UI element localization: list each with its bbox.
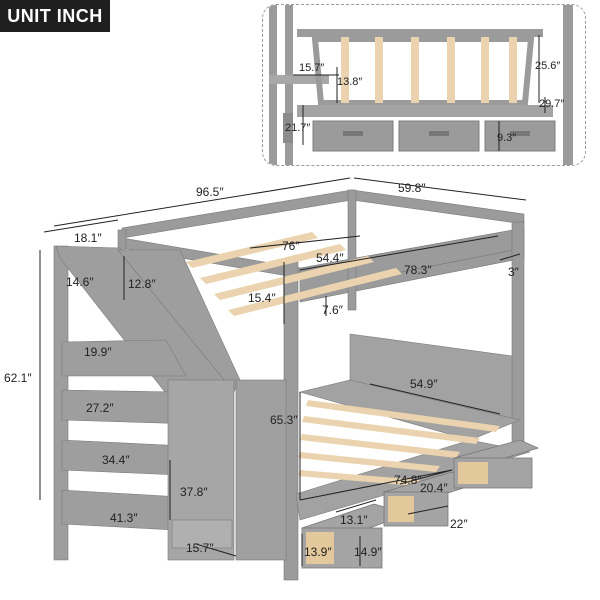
dim-15-7: 15.7″ bbox=[299, 62, 324, 74]
dim-18-1: 18.1″ bbox=[74, 231, 102, 245]
dim-65-3: 65.3″ bbox=[270, 413, 298, 427]
unit-badge: UNIT INCH bbox=[0, 0, 110, 32]
dim-7-6: 7.6″ bbox=[322, 303, 344, 317]
inset-step bbox=[269, 75, 329, 84]
inset-ladder-rail-2 bbox=[285, 5, 293, 165]
dim-62-1: 62.1″ bbox=[4, 371, 32, 385]
inset-post bbox=[563, 5, 573, 165]
dim-14-6: 14.6″ bbox=[66, 275, 94, 289]
drawer-front bbox=[383, 491, 449, 527]
drawer-front bbox=[453, 457, 533, 489]
lower-side-rail bbox=[295, 439, 531, 521]
dim-25-6: 25.6″ bbox=[535, 60, 560, 72]
dim-21-7: 21.7″ bbox=[285, 122, 310, 134]
dim-59-8: 59.8″ bbox=[398, 181, 426, 195]
dim-15-4: 15.4″ bbox=[248, 291, 276, 305]
right-post bbox=[511, 221, 525, 453]
stair-side-panel bbox=[55, 245, 233, 397]
inset-slat bbox=[341, 37, 349, 103]
dim-15-7: 15.7″ bbox=[186, 541, 214, 555]
dim-3: 3″ bbox=[508, 265, 520, 279]
stair-rail-left bbox=[53, 245, 69, 561]
stair-step bbox=[61, 339, 187, 377]
top-front-rail bbox=[299, 227, 525, 293]
inset-drawing: 15.7″ 13.8″ 25.6″ 29.7″ 21.7″ 9.3″ bbox=[269, 5, 573, 165]
dim-line bbox=[53, 177, 351, 227]
inset-slat bbox=[481, 37, 489, 103]
dim-13-1: 13.1″ bbox=[340, 513, 368, 527]
inset-upper-frame bbox=[311, 36, 535, 106]
inset-slat bbox=[447, 37, 455, 103]
dim-22: 22″ bbox=[450, 517, 468, 531]
dim-54-4: 54.4″ bbox=[316, 251, 344, 265]
lower-headboard bbox=[349, 333, 513, 421]
stair-cabinet bbox=[167, 379, 235, 561]
dim-96-5: 96.5″ bbox=[196, 185, 224, 199]
stair-step bbox=[61, 489, 215, 533]
dim-29-7: 29.7″ bbox=[539, 98, 564, 110]
dim-27-2: 27.2″ bbox=[86, 401, 114, 415]
dim-13-8: 13.8″ bbox=[337, 76, 362, 88]
dim-14-9: 14.9″ bbox=[354, 545, 382, 559]
front-post bbox=[283, 261, 299, 581]
dim-74-8: 74.8″ bbox=[394, 473, 422, 487]
inset-slat bbox=[411, 37, 419, 103]
dim-54-9: 54.9″ bbox=[410, 377, 438, 391]
inset-ladder-rail bbox=[269, 5, 277, 165]
stair-step bbox=[61, 389, 197, 425]
dim-20-4: 20.4″ bbox=[420, 481, 448, 495]
inset-slat bbox=[375, 37, 383, 103]
inset-slat bbox=[509, 37, 517, 103]
dim-34-4: 34.4″ bbox=[102, 453, 130, 467]
top-right-rail bbox=[351, 189, 525, 225]
dim-19-9: 19.9″ bbox=[84, 345, 112, 359]
drawer-front bbox=[301, 527, 383, 569]
dim-9-3: 9.3″ bbox=[497, 132, 516, 144]
stair-step bbox=[61, 439, 205, 477]
detail-inset: 15.7″ 13.8″ 25.6″ 29.7″ 21.7″ 9.3″ bbox=[262, 4, 586, 166]
top-back-rail bbox=[121, 189, 353, 239]
dim-41-3: 41.3″ bbox=[110, 511, 138, 525]
dim-12-8: 12.8″ bbox=[128, 277, 156, 291]
dim-37-8: 37.8″ bbox=[180, 485, 208, 499]
dim-13-9: 13.9″ bbox=[304, 545, 332, 559]
dim-76: 76″ bbox=[282, 239, 300, 253]
dim-78-3: 78.3″ bbox=[404, 263, 432, 277]
